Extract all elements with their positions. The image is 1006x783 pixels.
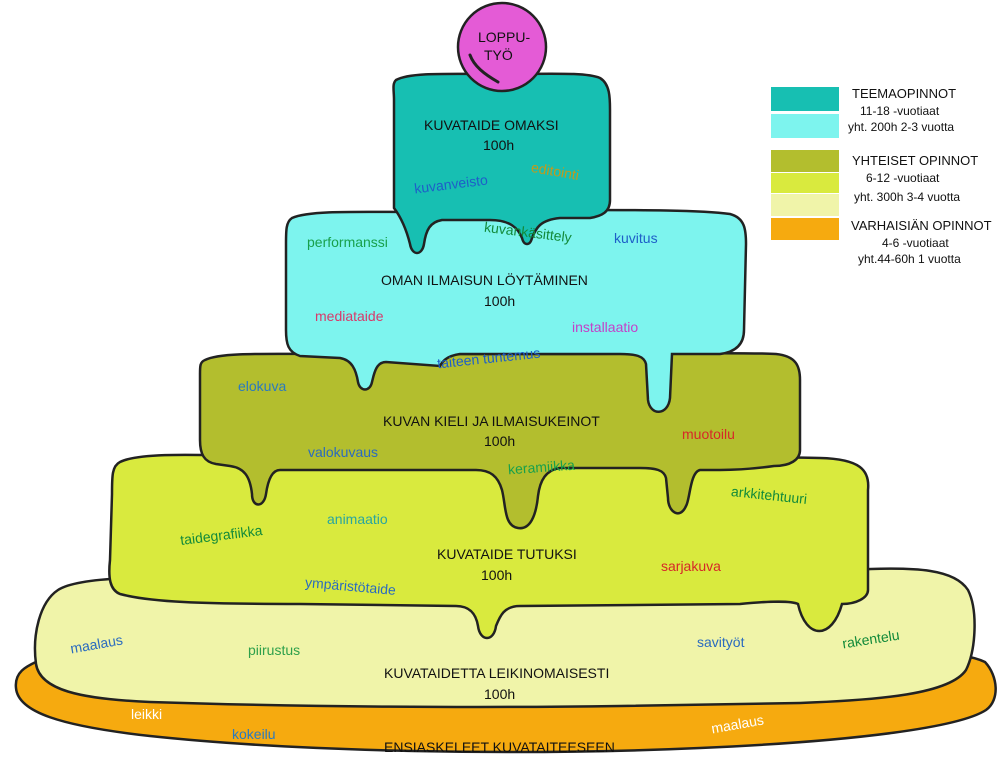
tier1-shape (392, 72, 612, 255)
legend-swatch-varhais (771, 218, 839, 240)
tier1-hours: 100h (483, 137, 515, 153)
legend-swatch-yhteiset-3 (771, 194, 839, 216)
legend-varhais-title: VARHAISIÄN OPINNOT (851, 218, 992, 233)
keyword-valokuvaus: valokuvaus (308, 444, 379, 460)
cap-label-1: LOPPU- (478, 29, 531, 45)
legend-swatch-yhteiset-2 (771, 173, 839, 193)
keyword-savityot: savityöt (697, 634, 745, 650)
legend-swatch-teema-2 (771, 114, 839, 138)
tier2-title: OMAN ILMAISUN LÖYTÄMINEN (381, 272, 588, 288)
keyword-piirustus: piirustus (248, 642, 301, 658)
keyword-performanssi: performanssi (307, 234, 388, 250)
legend-swatch-yhteiset-1 (771, 150, 839, 172)
tier5-title: KUVATAIDETTA LEIKINOMAISESTI (384, 665, 610, 681)
cap-swoosh (468, 53, 500, 84)
tier2-hours: 100h (484, 293, 516, 309)
tier4-title: KUVATAIDE TUTUKSI (437, 546, 577, 562)
legend-yhteiset-scope: yht. 300h 3-4 vuotta (854, 190, 961, 204)
tier1-title: KUVATAIDE OMAKSI (424, 117, 559, 133)
tier3-title: KUVAN KIELI JA ILMAISUKEINOT (383, 413, 600, 429)
legend-varhais-ages: 4-6 -vuotiaat (882, 236, 949, 250)
keyword-installaatio: installaatio (572, 319, 639, 335)
keyword-sarjakuva: sarjakuva (661, 558, 721, 574)
tier4-hours: 100h (481, 567, 513, 583)
legend-yhteiset-title: YHTEISET OPINNOT (852, 153, 979, 168)
tier5-hours: 100h (484, 686, 516, 702)
legend-teema-ages: 11-18 -vuotiaat (860, 104, 940, 118)
keyword-elokuva: elokuva (238, 378, 287, 394)
tier2-shape (284, 208, 748, 413)
legend-swatch-teema-1 (771, 87, 839, 111)
keyword-kokeilu: kokeilu (232, 726, 276, 742)
cap-label-2: TYÖ (484, 47, 513, 63)
keyword-animaatio: animaatio (327, 511, 388, 527)
keyword-leikki: leikki (131, 706, 163, 722)
keyword-kuvitus: kuvitus (614, 230, 658, 246)
tier3-hours: 100h (484, 433, 516, 449)
keyword-mediataide: mediataide (315, 308, 384, 324)
base-title: ENSIASKELEET KUVATAITEESEEN (384, 739, 615, 755)
legend-teema-scope: yht. 200h 2-3 vuotta (848, 120, 955, 134)
legend-yhteiset-ages: 6-12 -vuotiaat (866, 171, 940, 185)
keyword-muotoilu: muotoilu (682, 426, 735, 442)
legend-teema-title: TEEMAOPINNOT (852, 86, 957, 101)
legend-varhais-scope: yht.44-60h 1 vuotta (858, 252, 961, 266)
